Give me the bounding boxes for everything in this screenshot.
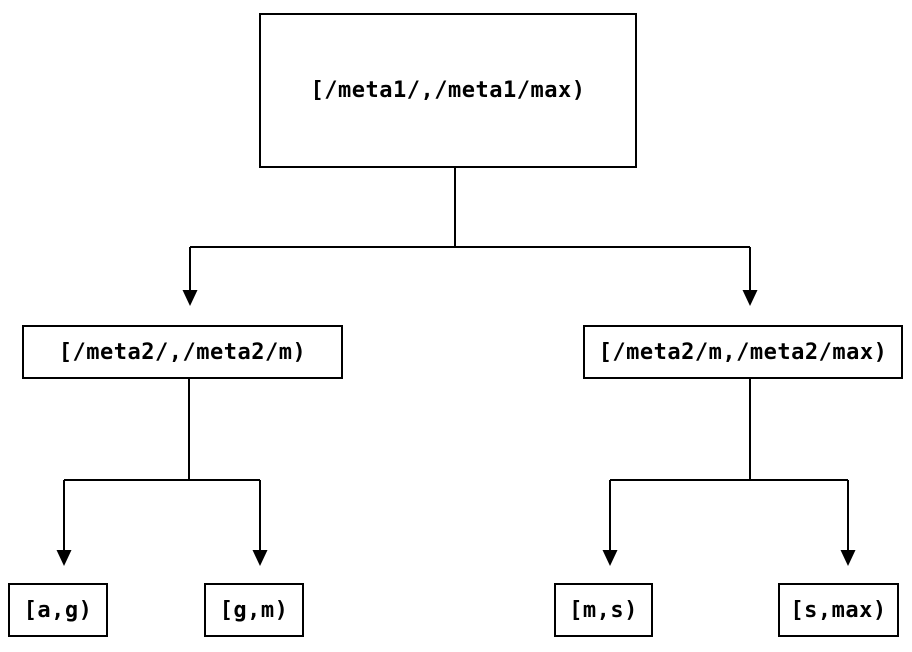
leaf-node-s-max-label: [s,max): [790, 597, 887, 623]
node-meta2-high-range-label: [/meta2/m,/meta2/max): [598, 339, 888, 365]
leaf-node-a-g-label: [a,g): [23, 597, 93, 623]
arrowhead-to-leaf-1: [56, 550, 72, 566]
leaf-node-m-s-label: [m,s): [569, 597, 638, 623]
node-meta2-high-range: [/meta2/m,/meta2/max): [583, 325, 903, 379]
node-meta2-low-range: [/meta2/,/meta2/m): [22, 325, 343, 379]
node-root-label: [/meta1/,/meta1/max): [310, 78, 586, 103]
leaf-node-g-m-label: [g,m): [219, 597, 289, 623]
leaf-node-m-s: [m,s): [554, 583, 653, 637]
arrowhead-to-left-child: [182, 290, 198, 306]
connector-left-node-to-leaves: [63, 379, 261, 550]
connector-right-node-to-leaves: [609, 379, 849, 550]
leaf-node-a-g: [a,g): [8, 583, 108, 637]
arrowhead-to-leaf-3: [602, 550, 618, 566]
arrowhead-to-leaf-4: [840, 550, 856, 566]
node-meta2-low-range-label: [/meta2/,/meta2/m): [58, 339, 307, 365]
node-root: [/meta1/,/meta1/max): [259, 13, 637, 168]
arrowhead-to-right-child: [742, 290, 758, 306]
leaf-node-g-m: [g,m): [204, 583, 304, 637]
arrowhead-to-leaf-2: [252, 550, 268, 566]
leaf-node-s-max: [s,max): [778, 583, 899, 637]
connector-root-to-level2: [189, 168, 751, 290]
